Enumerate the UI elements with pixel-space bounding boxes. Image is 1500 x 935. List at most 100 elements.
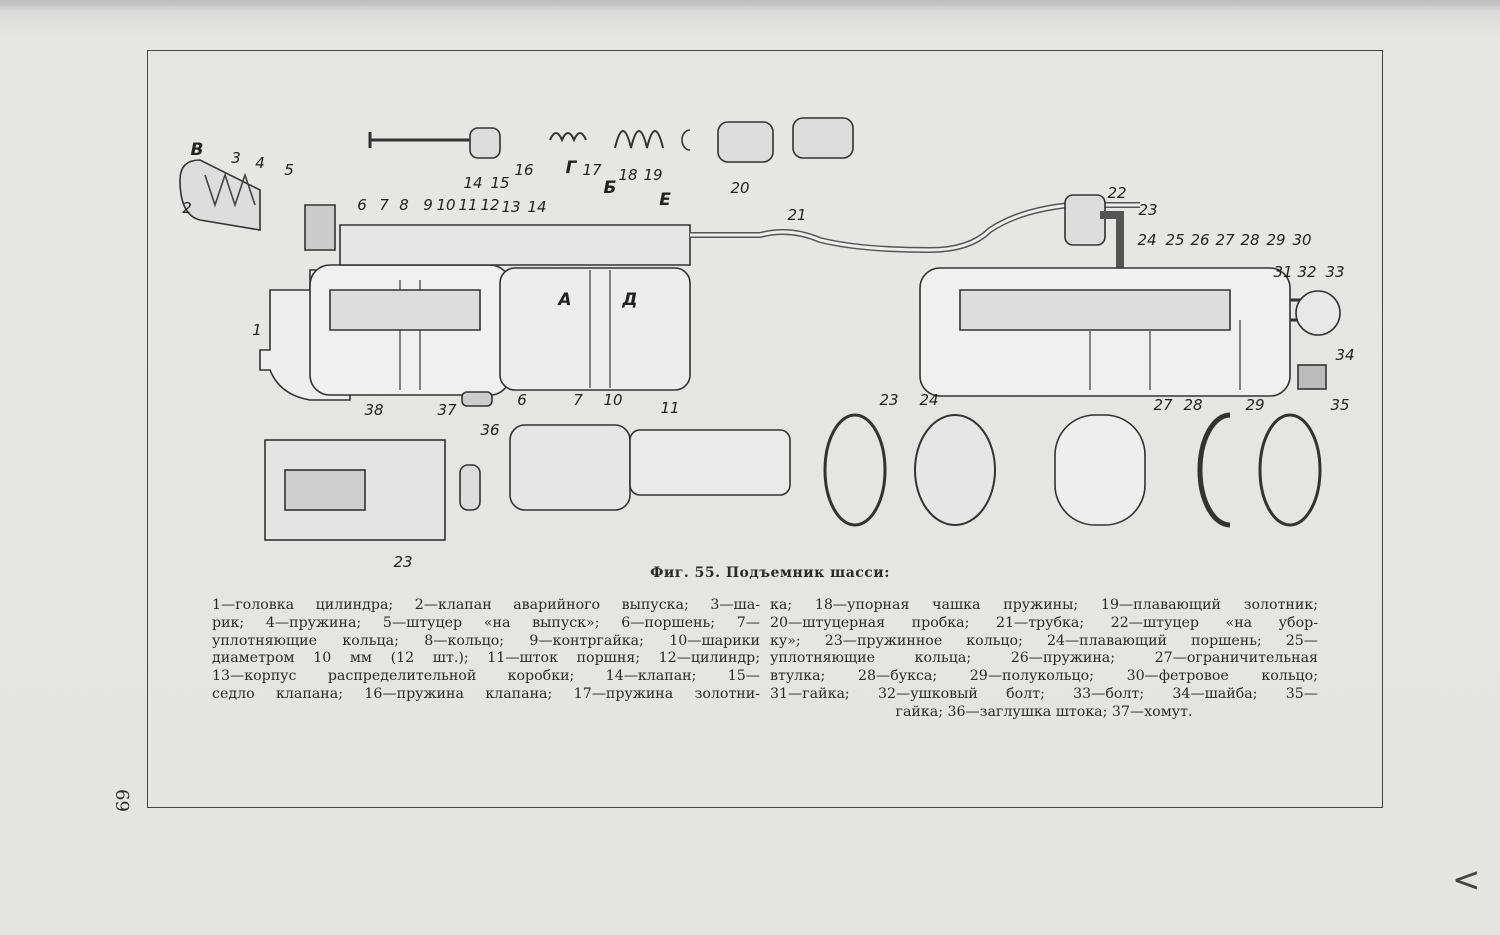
callout-label: 5	[284, 161, 294, 179]
callout-label: 6	[357, 196, 367, 214]
callout-label: 13	[501, 198, 521, 216]
margin-mark: <	[1452, 860, 1481, 900]
valve-ball	[459, 464, 481, 511]
spring-17	[614, 130, 664, 149]
cylinder-shading	[399, 270, 611, 390]
legend-line: седло клапана; 16—пружина клапана; 17—пр…	[212, 685, 760, 702]
callout-label: 29	[1266, 231, 1286, 249]
callout-label: 7	[573, 391, 583, 409]
callout-label: 6	[517, 391, 527, 409]
callout-label: 24	[1137, 231, 1157, 249]
callout-label: 14	[463, 174, 483, 192]
callout-label: В	[190, 140, 204, 160]
fitting-5	[304, 204, 336, 251]
callout-label: 37	[437, 401, 457, 419]
inner-piston	[329, 289, 481, 331]
legend-line: рик; 4—пружина; 5—штуцер «на выпуск»; 6—…	[212, 614, 760, 631]
figure-caption-title: Фиг. 55. Подъемник шасси:	[650, 565, 890, 581]
cylinder-body-right	[919, 267, 1291, 397]
callout-label: 30	[1292, 231, 1312, 249]
callout-label: 7	[379, 196, 389, 214]
legend-right-column: ка; 18—упорная чашка пружины; 19—плавающ…	[770, 597, 1318, 722]
callout-label: 26	[1190, 231, 1210, 249]
distributor-box	[339, 224, 691, 266]
callout-label: 35	[1330, 396, 1350, 414]
legend-line: диаметром 10 мм (12 шт.); 11—шток поршня…	[212, 650, 760, 667]
callout-label: 25	[1165, 231, 1185, 249]
callout-label: 19	[643, 166, 663, 184]
callout-label: 32	[1297, 263, 1317, 281]
legend-line: 13—корпус распределительной коробки; 14—…	[212, 668, 760, 685]
right-cylinder-cut	[959, 289, 1231, 331]
callout-label: 36	[480, 421, 500, 439]
callout-label: 10	[603, 391, 623, 409]
legend-line: 20—штуцерная пробка; 21—трубка; 22—штуце…	[770, 614, 1318, 631]
page-number: 69	[112, 789, 134, 812]
cylinder-body-mid	[499, 267, 691, 391]
callout-label: 9	[423, 196, 433, 214]
callout-label: 17	[582, 161, 602, 179]
bush-28	[1197, 412, 1231, 528]
part-15	[469, 127, 501, 159]
callout-label: 11	[458, 196, 478, 214]
callout-label: 16	[514, 161, 534, 179]
callout-label: 18	[618, 166, 638, 184]
callout-label: 3	[231, 149, 241, 167]
legend-line: ку»; 23—пружинное кольцо; 24—плавающий п…	[770, 632, 1318, 649]
figure-frame	[147, 50, 1383, 808]
legend-line: 1—головка цилиндра; 2—клапан аварийного …	[212, 597, 760, 613]
callout-label: 2	[182, 199, 192, 217]
clamp-37	[461, 391, 493, 407]
callout-label: 15	[490, 174, 510, 192]
bushing-27	[1054, 414, 1146, 526]
legend-line: ка; 18—упорная чашка пружины; 19—плавающ…	[770, 597, 1318, 613]
emergency-valve	[179, 159, 261, 231]
callout-label: 24	[919, 391, 939, 409]
callout-label: 38	[364, 401, 384, 419]
callout-label: Б	[603, 178, 617, 198]
elbow-22	[1100, 211, 1124, 270]
legend-line: втулка; 28—букса; 29—полукольцо; 30—фетр…	[770, 668, 1318, 685]
callout-label: 20	[730, 179, 750, 197]
callout-label: 22	[1107, 184, 1127, 202]
tube-21-inner	[690, 203, 1140, 252]
callout-label: Г	[565, 158, 577, 178]
cup-18	[681, 129, 691, 151]
callout-label: 33	[1325, 263, 1345, 281]
callout-label: 27	[1153, 396, 1173, 414]
right-shading	[1089, 320, 1241, 390]
ring-23	[823, 413, 887, 527]
nut-35	[1297, 364, 1327, 390]
callout-label: 12	[480, 196, 500, 214]
legend-line: 31—гайка; 32—ушковый болт; 33—болт; 34—ш…	[770, 685, 1318, 702]
spool-19	[717, 121, 774, 163]
legend-line: гайка; 36—заглушка штока; 37—хомут.	[895, 703, 1193, 720]
piston-6	[509, 424, 631, 511]
callout-label: 23	[1138, 201, 1158, 219]
callout-label: 31	[1273, 263, 1293, 281]
callout-label: А	[558, 290, 572, 310]
callout-label: 21	[787, 206, 807, 224]
callout-label: 28	[1240, 231, 1260, 249]
callout-label: 23	[393, 553, 413, 571]
legend-left-column: 1—головка цилиндра; 2—клапан аварийного …	[212, 597, 760, 704]
rod-11	[629, 429, 791, 496]
legend-line: уплотняющие кольца; 26—пружина; 27—огран…	[770, 650, 1318, 667]
half-ring-29	[1258, 413, 1322, 527]
valve-14-part	[368, 132, 470, 148]
callout-label: Е	[659, 190, 671, 210]
callout-label: 8	[399, 196, 409, 214]
callout-label: 28	[1183, 396, 1203, 414]
plug-20	[792, 117, 854, 159]
callout-label: 10	[436, 196, 456, 214]
legend-line: уплотняющие кольца; 8—кольцо; 9—контргай…	[212, 632, 760, 649]
callout-label: 11	[660, 399, 680, 417]
eye-bolt-head	[1295, 290, 1341, 336]
callout-label: 4	[255, 154, 265, 172]
fitting-22	[1064, 194, 1106, 246]
callout-label: 14	[527, 198, 547, 216]
valve-core	[284, 469, 366, 511]
callout-label: 27	[1215, 231, 1235, 249]
spring-16	[549, 132, 587, 143]
